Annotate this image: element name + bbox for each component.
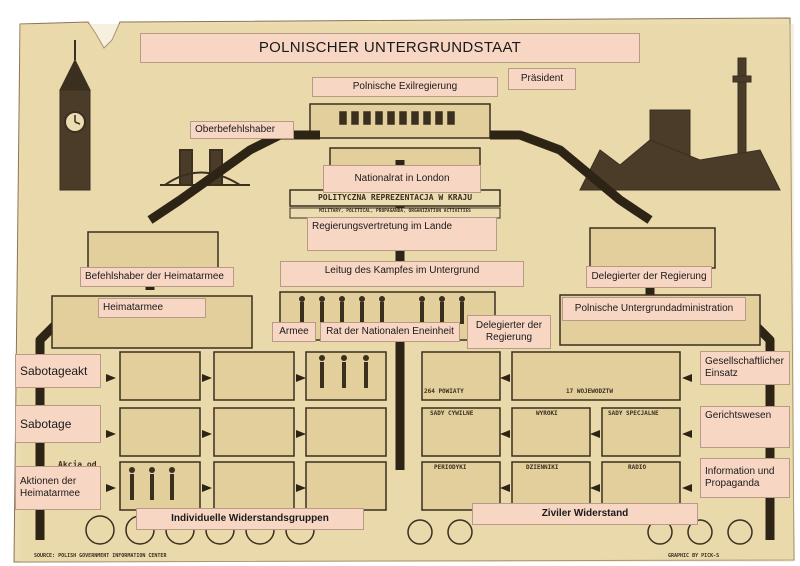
label-underground-admin: Polnische Untergrundadministration: [562, 297, 746, 321]
label-sabotage: Sabotage: [15, 405, 101, 443]
akcja-text: Akcja od: [58, 460, 97, 469]
graphic-credit: GRAPHIC BY PICK-S: [668, 553, 720, 559]
label-leadership: Leitug des Kampfes im Untergrund: [280, 261, 524, 287]
exile-government-building: [309, 103, 491, 169]
label-national-unity-council: Rat der Nationalen Eneinheit: [320, 322, 460, 342]
tower-bridge-illustration: [160, 149, 250, 186]
page-title: POLNISCHER UNTERGRUNDSTAAT: [140, 33, 640, 63]
label-commander-in-chief: Oberbefehlshaber: [190, 121, 294, 139]
banner-subtext: MILITARY, POLITICAL, PROPAGANDA, ORGANIZ…: [319, 209, 471, 214]
resistance-scene-frames: [51, 227, 761, 511]
label-civil-resistance: Ziviler Widerstand: [472, 503, 698, 525]
source-credit: SOURCE: POLISH GOVERNMENT INFORMATION CE…: [34, 553, 167, 559]
label-individual-groups: Individuelle Widerstandsgruppen: [136, 508, 364, 530]
periodyki-text: PERIODYKI: [434, 464, 467, 471]
panel-arrows: [106, 374, 692, 492]
label-info-propaganda: Information und Propaganda: [700, 458, 790, 498]
powiaty-text: 264 POWIATY: [424, 388, 464, 395]
wojewodztw-text: 17 WOJEWODZTW: [566, 388, 613, 395]
sady-cywilne-text: SADY CYWILNE: [430, 410, 474, 417]
dzienniki-text: DZIENNIKI: [526, 464, 559, 471]
label-army: Armee: [272, 322, 316, 342]
radio-text: RADIO: [628, 464, 647, 471]
sady-specjalne-text: SADY SPECJALNE: [608, 410, 659, 417]
label-judiciary: Gerichtswesen: [700, 406, 790, 448]
label-home-army-commander: Befehlshaber der Heimatarmee: [80, 267, 234, 287]
label-gov-delegate-2: Delegierter der Regierung: [467, 315, 551, 349]
wyroki-text: WYROKI: [536, 410, 558, 417]
label-national-council: Nationalrat in London: [323, 165, 481, 193]
label-gov-delegation: Regierungsvertretung im Lande: [307, 217, 497, 251]
label-home-army: Heimatarmee: [98, 298, 206, 318]
label-sabotage-act: Sabotageakt: [15, 354, 101, 388]
banner-text: POLITYCZNA REPREZENTACJA W KRAJU: [317, 193, 473, 202]
label-president: Präsident: [508, 68, 576, 90]
warsaw-ruins-illustration: [579, 57, 781, 191]
big-ben-illustration: [59, 40, 91, 191]
label-home-army-actions: Aktionen der Heimatarmee: [15, 466, 101, 510]
figure-silhouettes: [129, 296, 465, 500]
label-exile-government: Polnische Exilregierung: [312, 77, 498, 97]
label-gov-delegate: Delegierter der Regierung: [586, 266, 712, 288]
label-social-action: Gesellschaftlicher Einsatz: [700, 351, 790, 385]
